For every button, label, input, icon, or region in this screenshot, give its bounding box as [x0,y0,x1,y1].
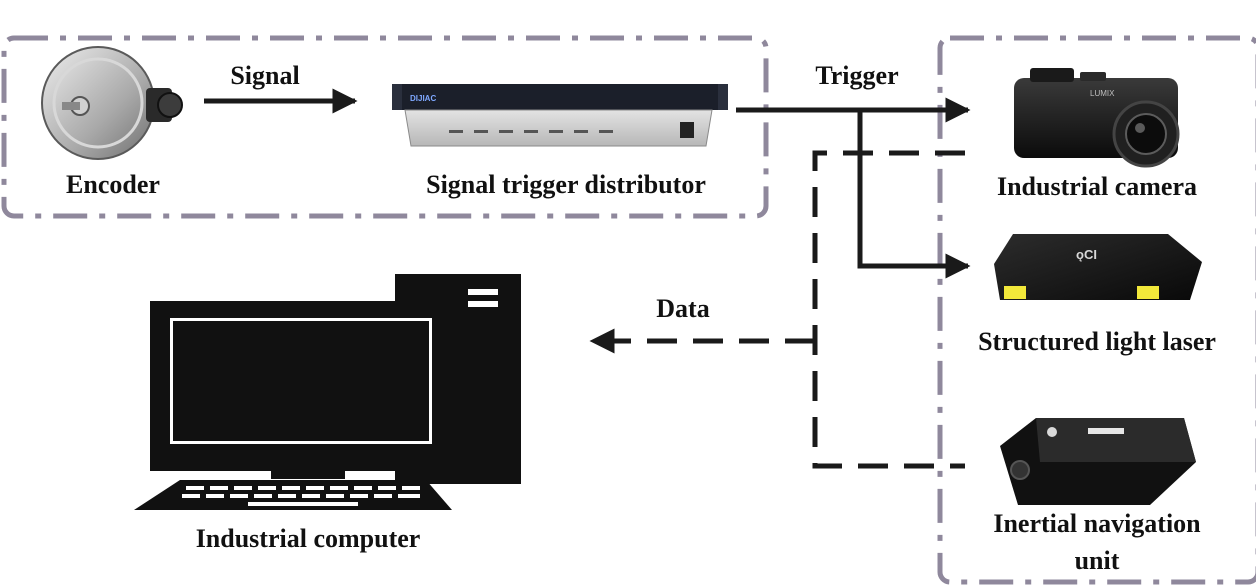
imu-label-line2: unit [1075,546,1120,575]
rotary-encoder-icon [41,46,183,160]
distributor-brand: DIJIAC [410,94,436,103]
encoder-label: Encoder [66,170,160,199]
trigger-line-laser [857,110,971,279]
group-border-sensors [937,35,1256,585]
data-label: Data [656,294,709,323]
imu-label-line1: Inertial navigation [993,509,1201,538]
distributor-label: Signal trigger distributor [426,170,706,199]
data-bus [589,150,965,469]
laser-scanner-icon: ǫCI [994,234,1202,300]
imu-box-icon [1000,418,1196,505]
camera-icon: LUMIX [1014,68,1180,168]
trigger-label: Trigger [815,61,898,90]
group-border-source [1,35,769,219]
desktop-computer-icon [134,274,521,510]
laser-label: Structured light laser [978,327,1216,356]
rack-distributor-icon: DIJIAC [392,84,728,147]
camera-brand: LUMIX [1090,89,1115,98]
camera-label: Industrial camera [997,172,1197,201]
laser-brand: ǫCI [1076,247,1097,262]
signal-label: Signal [230,61,299,90]
computer-label: Industrial computer [196,524,421,553]
